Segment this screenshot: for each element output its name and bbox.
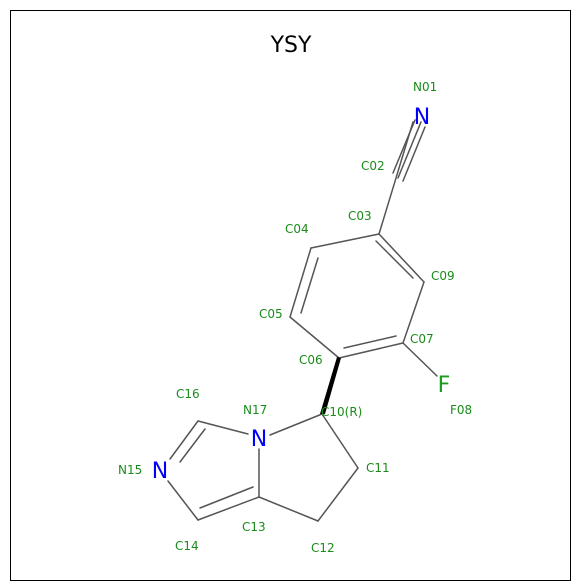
- bond-c04-c05-inner: [300, 257, 319, 314]
- bond-c16-n17: [197, 420, 249, 435]
- atom-label-c11: C11: [366, 461, 390, 475]
- atom-labels: N01 C02 C03 C04 C05 C06 C07 F08 C09 C10(…: [118, 80, 472, 555]
- atom-label-c05: C05: [259, 307, 283, 321]
- atom-label-c03: C03: [348, 209, 372, 223]
- bond-c09-c03: [378, 233, 425, 283]
- bond-c10-c11: [321, 413, 359, 469]
- diagram-title: YSY: [270, 33, 312, 58]
- atom-symbol-f08: F: [438, 373, 451, 398]
- atom-label-c04: C04: [285, 222, 309, 236]
- atom-symbol-n17: N: [251, 427, 267, 452]
- bond-c12-c13: [258, 496, 319, 522]
- atom-symbol-n01: N: [414, 105, 430, 130]
- atom-symbol-n15: N: [152, 459, 168, 484]
- atom-label-c02: C02: [361, 159, 385, 173]
- bond-c06-c07-inner: [343, 335, 397, 349]
- bond-c03-c04: [310, 233, 380, 249]
- atom-label-c10: C10(R): [321, 405, 362, 419]
- atom-label-n17: N17: [243, 403, 267, 417]
- bond-c07-c09: [402, 281, 425, 344]
- atom-label-c14: C14: [175, 539, 199, 553]
- bond-c14-n15: [167, 480, 199, 521]
- wedge-bond-c10-c06: [320, 357, 341, 414]
- atom-label-f08: F08: [450, 403, 472, 417]
- atom-label-c06: C06: [299, 353, 323, 367]
- atom-label-n15: N15: [118, 463, 142, 477]
- bond-c11-c12: [317, 467, 359, 522]
- bond-n15-c16-inner: [179, 428, 206, 463]
- atom-label-c07: C07: [410, 332, 434, 346]
- bond-c02-n01-a: [397, 121, 422, 179]
- atom-label-n01: N01: [413, 80, 437, 94]
- bond-c05-c06: [289, 316, 340, 359]
- bond-c03-c02: [378, 121, 414, 235]
- bond-c04-c05: [289, 247, 312, 318]
- bond-n17-c10: [269, 413, 323, 436]
- atom-label-c09: C09: [431, 269, 455, 283]
- bond-c07-f08: [402, 342, 438, 377]
- bonds: [167, 119, 438, 522]
- bond-c02-n01-b: [392, 119, 416, 174]
- bond-c02-n01-c: [402, 126, 426, 182]
- atom-label-c12: C12: [311, 541, 335, 555]
- bond-n15-c16: [169, 420, 199, 460]
- bond-c09-c03-inner: [375, 240, 414, 279]
- bond-c06-c07: [338, 342, 404, 359]
- diagram-frame: [10, 10, 571, 581]
- bond-c13-c14-inner: [199, 486, 254, 509]
- atom-label-c13: C13: [242, 520, 266, 534]
- bond-c13-c14: [197, 496, 260, 521]
- atom-label-c16: C16: [176, 387, 200, 401]
